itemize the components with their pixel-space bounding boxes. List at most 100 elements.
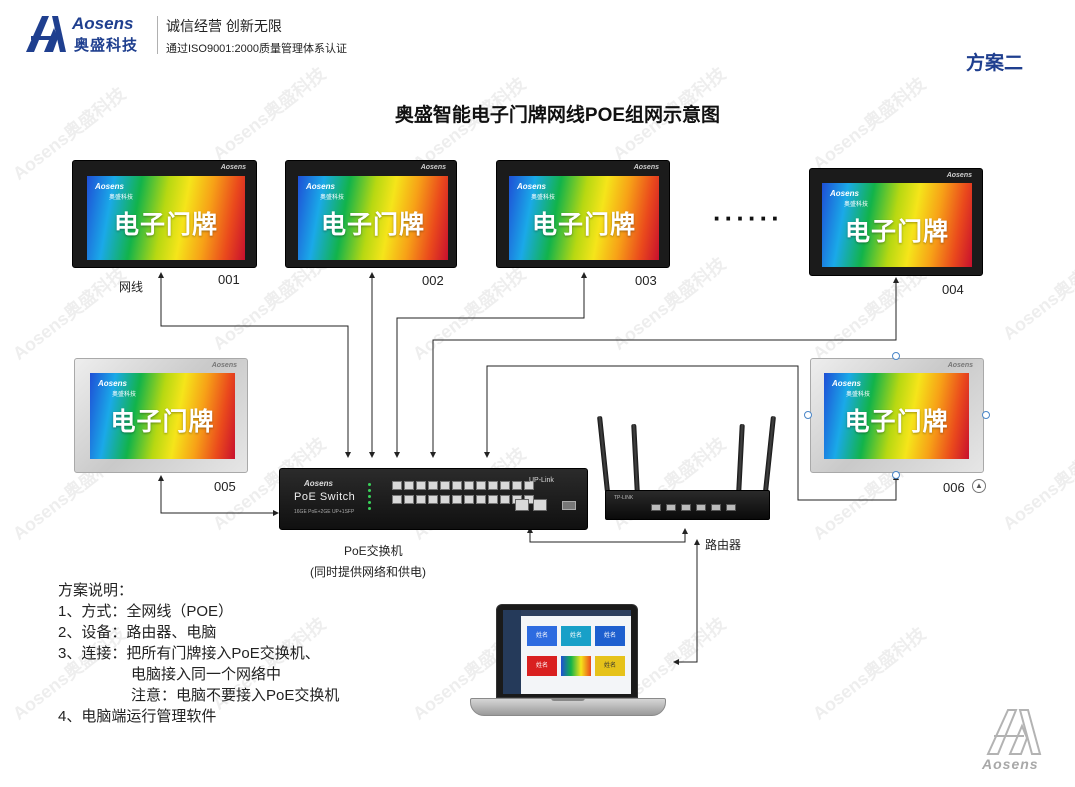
selection-handle-right[interactable]: [982, 411, 990, 419]
app-title-bar: [503, 610, 631, 616]
diagram-title: 奥盛智能电子门牌网线POE组网示意图: [394, 105, 721, 126]
brand-logo: Aosens 奥盛科技: [22, 14, 162, 54]
app-sidebar: [503, 610, 521, 694]
display-001[interactable]: Aosens Aosens 奥盛科技 电子门牌: [72, 160, 257, 268]
display-screen: Aosens 奥盛科技 电子门牌: [822, 183, 972, 267]
display-label-003: 003: [635, 273, 657, 288]
slogan: 诚信经营 创新无限: [166, 18, 282, 34]
screen-logo: Aosens: [517, 182, 546, 191]
selection-handle-left[interactable]: [804, 411, 812, 419]
screen-logo-cn: 奥盛科技: [112, 392, 137, 398]
scheme-notes: 方案说明： 1、方式：全网线（POE） 2、设备：路由器、电脑 3、连接：把所有…: [58, 580, 339, 727]
switch-caption-sub: (同时提供网络和供电): [310, 565, 426, 579]
app-tile: 姓名: [595, 626, 625, 646]
screen-logo: Aosens: [95, 182, 124, 191]
switch-spec: 16GE PoE+2GE UP+1SFP: [294, 509, 355, 515]
link-006: [484, 365, 899, 501]
sign-text: 电子门牌: [110, 408, 215, 437]
notes-item: 3、连接：把所有门牌接入PoE交换机、: [58, 645, 320, 662]
brand-name: Aosens: [72, 14, 134, 33]
display-004[interactable]: Aosens Aosens 奥盛科技 电子门牌: [809, 168, 983, 276]
switch-sfp-port: [562, 501, 576, 510]
screen-logo-cn: 奥盛科技: [320, 195, 345, 201]
switch-uplink-label: UP-Link: [529, 477, 554, 484]
link-004: [430, 277, 899, 458]
switch-brand: Aosens: [304, 479, 333, 488]
display-maker: Aosens: [220, 164, 246, 171]
display-screen: Aosens 奥盛科技 电子门牌: [824, 373, 969, 459]
switch-caption: PoE交换机: [344, 544, 403, 558]
link-003: [394, 272, 587, 458]
app-tile: 姓名: [561, 626, 591, 646]
display-label-001: 001: [218, 272, 240, 287]
screen-logo-cn: 奥盛科技: [531, 195, 556, 201]
certification-text: 通过ISO9001:2000质量管理体系认证: [166, 43, 347, 55]
display-maker: Aosens: [946, 172, 972, 179]
display-maker: Aosens: [947, 362, 973, 369]
screen-logo: Aosens: [306, 182, 335, 191]
screen-logo: Aosens: [830, 189, 859, 198]
display-003[interactable]: Aosens Aosens 奥盛科技 电子门牌: [496, 160, 670, 268]
display-label-006: 006: [943, 480, 965, 495]
poe-switch: Aosens PoE Switch 16GE PoE+2GE UP+1SFP U…: [279, 468, 588, 530]
sign-text: 电子门牌: [844, 408, 949, 437]
router-caption: 路由器: [705, 538, 742, 552]
switch-ports: [392, 481, 534, 504]
switch-name: PoE Switch: [294, 491, 356, 503]
display-maker: Aosens: [633, 164, 659, 171]
display-label-004: 004: [942, 282, 964, 297]
notes-item: 1、方式：全网线（POE）: [58, 603, 234, 620]
screen-logo-cn: 奥盛科技: [846, 392, 871, 398]
rotate-handle-icon[interactable]: ▲: [972, 479, 986, 493]
display-screen: Aosens 奥盛科技 电子门牌: [509, 176, 659, 260]
selection-handle-top[interactable]: [892, 352, 900, 360]
display-maker: Aosens: [420, 164, 446, 171]
screen-logo: Aosens: [98, 379, 127, 388]
laptop-notch: [551, 698, 585, 701]
switch-status-leds: [368, 481, 388, 521]
notes-item: 2、设备：路由器、电脑: [58, 624, 217, 641]
sign-text: 电子门牌: [844, 217, 949, 246]
screen-logo-cn: 奥盛科技: [109, 195, 134, 201]
screen-logo: Aosens: [832, 379, 861, 388]
app-tile: [561, 656, 591, 676]
corner-logo-text: Aosens: [982, 756, 1039, 772]
display-002[interactable]: Aosens Aosens 奥盛科技 电子门牌: [285, 160, 457, 268]
app-tile: 姓名: [527, 656, 557, 676]
more-displays-ellipsis: ······: [713, 203, 783, 233]
notes-heading: 方案说明：: [58, 582, 134, 599]
selection-handle-bottom[interactable]: [892, 471, 900, 479]
notes-item: 电脑接入同一个网络中: [131, 666, 282, 683]
brand-cn-name: 奥盛科技: [74, 37, 139, 54]
display-label-002: 002: [422, 273, 444, 288]
router-ports: [651, 504, 736, 511]
display-screen: Aosens 奥盛科技 电子门牌: [87, 176, 245, 260]
cable-label: 网线: [119, 280, 144, 294]
aosens-outline-logo-icon: [986, 709, 1042, 755]
display-maker: Aosens: [211, 362, 237, 369]
display-screen: Aosens 奥盛科技 电子门牌: [90, 373, 235, 459]
screen-logo-cn: 奥盛科技: [844, 202, 869, 208]
display-screen: Aosens 奥盛科技 电子门牌: [298, 176, 448, 260]
corner-logo: Aosens: [978, 706, 1058, 772]
router-brand: TP-LINK: [614, 495, 634, 501]
notes-item: 注意：电脑不要接入PoE交换机: [131, 687, 340, 704]
scheme-label: 方案二: [966, 53, 1024, 74]
link-router-laptop: [673, 539, 700, 665]
laptop-screen: 姓名 姓名 姓名 姓名 姓名: [503, 610, 631, 694]
notes-item: 4、电脑端运行管理软件: [58, 708, 217, 725]
header-divider: [157, 16, 158, 54]
switch-uplink-ports: [515, 499, 547, 511]
app-tile: 姓名: [595, 656, 625, 676]
app-tile: 姓名: [527, 626, 557, 646]
link-005: [158, 475, 279, 516]
sign-text: 电子门牌: [320, 210, 425, 239]
display-005[interactable]: Aosens Aosens 奥盛科技 电子门牌: [74, 358, 248, 473]
link-001: [158, 272, 351, 458]
router: TP-LINK: [605, 490, 770, 520]
aosens-logo-icon: [26, 16, 66, 52]
sign-text: 电子门牌: [113, 210, 218, 239]
sign-text: 电子门牌: [531, 210, 636, 239]
display-006[interactable]: Aosens Aosens 奥盛科技 电子门牌: [810, 358, 984, 473]
